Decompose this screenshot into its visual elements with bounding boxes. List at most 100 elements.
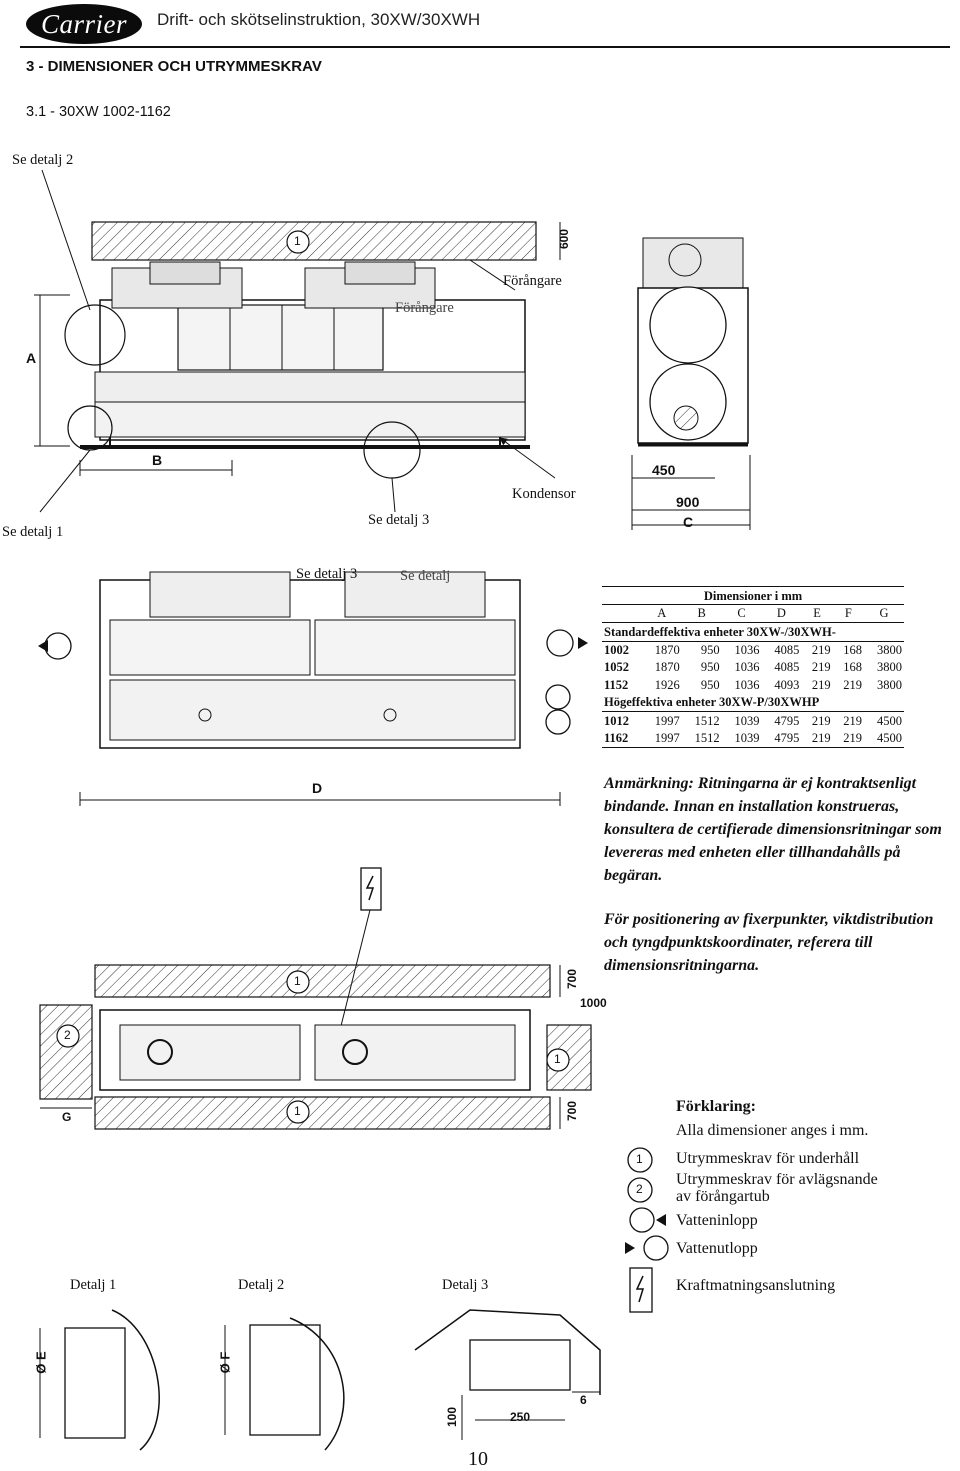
table-cell: 4085 (774, 660, 800, 675)
table-cell: 950 (700, 677, 720, 692)
brand-text: Carrier (40, 8, 128, 39)
table-cell: 1997 (654, 713, 680, 728)
table-cell: 219 (811, 713, 831, 728)
table-cell: 219 (832, 729, 864, 749)
legend-item-water-inlet: Vatteninlopp (676, 1212, 758, 1229)
table-cell: 3800 (877, 677, 902, 692)
table-cell: 1052 (604, 660, 629, 675)
dimension-d-label: D (312, 780, 323, 796)
dimension-700-top-label: 700 (565, 968, 580, 990)
zone-1-plan-bottom-label: 1 (294, 1104, 301, 1118)
table-cell: 1926 (654, 677, 680, 692)
service-zone-top (91, 221, 537, 261)
remark-note: Anmärkning: Ritningarna är ej kontraktse… (604, 775, 942, 884)
table-group-row: Standardeffektiva enheter 30XW-/30XWH- (602, 622, 904, 642)
column-header: B (681, 603, 722, 624)
callout-see-detail-1: Se detalj 1 (2, 524, 64, 540)
column-header: G (863, 603, 904, 624)
section-title: 3 - DIMENSIONER OCH UTRYMMESKRAV (26, 58, 322, 75)
column-header: C (721, 603, 762, 624)
legend-item-water-outlet: Vattenutlopp (676, 1240, 758, 1257)
zone-2-label: 2 (64, 1028, 71, 1042)
dimension-600-label: 600 (557, 228, 572, 250)
callout-see-detail-2: Se detalj 2 (12, 152, 74, 168)
water-inlet-icon (545, 629, 588, 735)
dimension-b-label: B (152, 452, 163, 468)
table-cell: 4795 (761, 729, 802, 749)
carrier-logo: Carrier (26, 4, 142, 44)
dimension-700-bottom-label: 700 (565, 1100, 580, 1122)
table-cell: 4093 (774, 677, 800, 692)
dimension-100-label: 100 (445, 1406, 460, 1428)
legend: Förklaring: Alla dimensioner anges i mm. (676, 1098, 868, 1140)
callout-evaporator: Förångare (503, 273, 562, 289)
legend-item-label: Vatteninlopp (676, 1212, 758, 1229)
callout-evaporator-overlay: Förångare (395, 300, 454, 316)
table-cell: 1002 (604, 642, 629, 657)
dimensions-table: Dimensioner i mm A B C D E F G Standarde… (602, 586, 904, 749)
table-row: 1002 1870 950 1036 4085 219 168 3800 (602, 641, 904, 659)
group-label: Standardeffektiva enheter 30XW-/30XWH- (602, 622, 904, 642)
table-cell: 1512 (681, 729, 722, 749)
table-row: 1152 1926 950 1036 4093 219 219 3800 (602, 677, 904, 694)
plan-view-drawing (39, 964, 592, 1130)
legend-title: Förklaring: (676, 1098, 756, 1115)
section-subtitle: 3.1 - 30XW 1002-1162 (26, 104, 171, 120)
table-cell: 219 (801, 729, 833, 749)
table-cell: 1036 (734, 677, 760, 692)
table-cell: 3800 (877, 660, 902, 675)
callout-see-detail-overlay: Se detalj (400, 568, 451, 584)
table-cell: 1870 (654, 642, 680, 657)
callout-condenser: Kondensor (512, 486, 576, 502)
table-cell: 950 (700, 642, 720, 657)
table-cell: 4085 (774, 642, 800, 657)
table-cell: 4500 (863, 729, 904, 749)
table-cell: 1036 (734, 660, 760, 675)
table-cell: 168 (843, 660, 862, 675)
document-title: Drift- och skötselinstruktion, 30XW/30XW… (157, 10, 481, 29)
detail-1-label: Detalj 1 (70, 1277, 117, 1293)
dimension-6-label: 6 (580, 1393, 587, 1407)
service-zone-plan-bottom (94, 1096, 551, 1130)
zone-1-plan-top-label: 1 (294, 974, 301, 988)
legend-item-tube-removal-space: Utrymmeskrav för avlägsnande av förångar… (676, 1171, 878, 1205)
legend-item-label: Utrymmeskrav för avlägsnande (676, 1171, 878, 1188)
side-view-drawing (631, 237, 751, 530)
table-cell: 4500 (877, 713, 902, 728)
table-cell: 219 (811, 677, 831, 692)
dimension-900-label: 900 (676, 494, 700, 510)
table-header-row: A B C D E F G (602, 603, 904, 624)
table-group-row: Högeffektiva enheter 30XW-P/30XWHP (602, 693, 904, 713)
dimension-a-label: A (26, 350, 37, 366)
zone-marker-circle (286, 230, 310, 254)
dimension-450-label: 450 (652, 462, 676, 478)
table-cell: 168 (843, 642, 862, 657)
front-view-drawing (34, 169, 561, 513)
table-cell: 219 (843, 713, 862, 728)
legend-symbol-2: 2 (636, 1182, 643, 1196)
legend-item-label: Vattenutlopp (676, 1240, 758, 1257)
middle-view-drawing (38, 571, 588, 1031)
legend-item-label: Kraftmatningsanslutning (676, 1277, 836, 1294)
legend-item-label-continued: av förångartub (676, 1188, 770, 1205)
dimension-1000-label: 1000 (580, 996, 607, 1010)
table-row: 1052 1870 950 1036 4085 219 168 3800 (602, 659, 904, 676)
table-cell: 3800 (877, 642, 902, 657)
table-cell: 950 (700, 660, 720, 675)
dimension-e-label: Ø E (33, 1351, 49, 1374)
table-row: 1012 1997 1512 1039 4795 219 219 4500 (602, 712, 904, 730)
table-cell: 4795 (774, 713, 800, 728)
legend-icons (625, 1147, 669, 1313)
detail-2-label: Detalj 2 (238, 1277, 285, 1293)
water-outlet-icon (38, 632, 72, 660)
table-cell: 1997 (641, 729, 682, 749)
column-header (602, 603, 642, 624)
table-cell: 1036 (734, 642, 760, 657)
table-cell: 1039 (734, 713, 760, 728)
table-cell: 1039 (721, 729, 762, 749)
dimension-f-label: Ø F (217, 1351, 233, 1374)
dimensions-table-title: Dimensioner i mm (602, 586, 904, 604)
column-header: D (761, 603, 802, 624)
legend-item-service-space: Utrymmeskrav för underhåll (676, 1150, 859, 1167)
zone-1-label: 1 (294, 234, 301, 248)
